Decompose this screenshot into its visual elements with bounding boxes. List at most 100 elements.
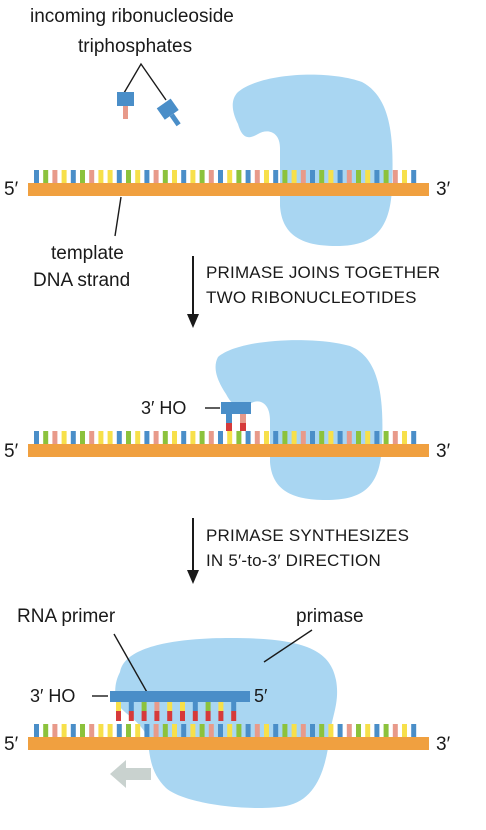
strand-3-base-tick [208, 724, 214, 737]
primase-shape-2 [215, 340, 383, 500]
strand-1-base-tick [107, 170, 113, 183]
primer-pair-tick [218, 711, 224, 721]
strand-3-base-tick [98, 724, 104, 737]
primer-base-tick [128, 702, 134, 711]
strand-3-base-tick [126, 724, 131, 737]
incoming-label-line2: triphosphates [78, 36, 192, 57]
strand-1-base-tick [43, 170, 49, 183]
primase-pointer [263, 629, 313, 663]
rna-primer-pointer [113, 633, 149, 695]
strand-1-base-tick [245, 170, 251, 183]
step-2-arrow-head [187, 570, 199, 584]
strand-1-base-tick [199, 170, 205, 183]
strand-1-base-tick [356, 170, 361, 183]
five-prime-label-2: 5′ [4, 441, 19, 462]
strand-3-base-tick [310, 724, 315, 737]
strand-3-base-tick [365, 724, 371, 737]
bases-strand-1 [34, 170, 417, 183]
step-1-line1: PRIMASE JOINS TOGETHER [206, 263, 440, 282]
strand-1-base-tick [291, 170, 297, 183]
strand-2-base-tick [126, 431, 131, 444]
strand-1-base-tick [80, 170, 85, 183]
strand-3-base-tick [89, 724, 95, 737]
strand-3-base-tick [172, 724, 177, 737]
dna-backbone-1 [28, 183, 429, 196]
strand-2-base-tick [319, 431, 325, 444]
bases-strand-2 [34, 431, 417, 444]
strand-2-base-tick [98, 431, 104, 444]
three-prime-label-1: 3′ [436, 179, 451, 200]
strand-3-base-tick [80, 724, 85, 737]
template-label-line2: DNA strand [33, 270, 130, 291]
strand-1-base-tick [70, 170, 76, 183]
strand-1-base-tick [328, 170, 334, 183]
rna-primer-label: RNA primer [17, 606, 116, 627]
strand-1-base-tick [402, 170, 407, 183]
strand-1-base-tick [392, 170, 398, 183]
strand-3-base-tick [70, 724, 76, 737]
strand-1-base-tick [144, 170, 150, 183]
dna-backbone-3 [28, 737, 429, 750]
strand-3-base-tick [135, 724, 141, 737]
strand-3-base-tick [346, 724, 352, 737]
primer-base-tick [192, 702, 198, 711]
nucleotide-1-base [123, 106, 128, 119]
primer-base-tick [154, 702, 160, 711]
primase-shape-1 [232, 74, 393, 246]
strand-1-base-tick [300, 170, 306, 183]
strand-1-base-tick [337, 170, 343, 183]
strand-2-base-tick [245, 431, 251, 444]
strand-3-base-tick [144, 724, 150, 737]
step-2-line2: IN 5′-to-3′ DIRECTION [206, 551, 381, 570]
strand-2-base-tick [70, 431, 76, 444]
panel-1: incoming ribonucleoside triphosphates 5′… [4, 6, 451, 291]
strand-2-base-tick [181, 431, 187, 444]
strand-3-base-tick [392, 724, 398, 737]
incoming-label-line1: incoming ribonucleoside [30, 6, 234, 27]
strand-2-base-tick [300, 431, 306, 444]
strand-2-base-tick [144, 431, 150, 444]
strand-3-base-tick [153, 724, 159, 737]
dinucleotide [221, 402, 251, 431]
five-prime-label-1: 5′ [4, 179, 19, 200]
strand-1-base-tick [254, 170, 260, 183]
strand-2-base-tick [89, 431, 95, 444]
primer-pair-tick [128, 711, 134, 721]
strand-2-base-tick [199, 431, 205, 444]
rna-primer-backbone [110, 691, 250, 702]
strand-3-base-tick [273, 724, 279, 737]
strand-3-base-tick [374, 724, 380, 737]
strand-3-base-tick [264, 724, 269, 737]
strand-3-base-tick [328, 724, 334, 737]
strand-3-base-tick [52, 724, 58, 737]
primase-shape-3 [115, 638, 338, 808]
strand-2-base-tick [135, 431, 141, 444]
primer-base-tick [167, 702, 173, 711]
strand-2-base-tick [208, 431, 214, 444]
strand-2-base-tick [337, 431, 343, 444]
strand-1-base-tick [236, 170, 242, 183]
strand-1-base-tick [227, 170, 233, 183]
strand-1-base-tick [273, 170, 279, 183]
strand-3-base-tick [402, 724, 407, 737]
strand-1-base-tick [383, 170, 389, 183]
five-prime-label-3: 5′ [4, 734, 19, 755]
nucleotide-2-sugar [156, 98, 179, 120]
strand-1-base-tick [52, 170, 58, 183]
strand-3-base-tick [411, 724, 417, 737]
dinucleotide-base-1 [226, 414, 232, 423]
strand-1-base-tick [181, 170, 187, 183]
strand-2-base-tick [273, 431, 279, 444]
three-prime-label-2: 3′ [436, 441, 451, 462]
strand-1-base-tick [310, 170, 315, 183]
strand-2-base-tick [34, 431, 39, 444]
incoming-pointer-line [123, 62, 167, 101]
strand-1-base-tick [365, 170, 371, 183]
strand-1-base-tick [126, 170, 131, 183]
strand-2-base-tick [61, 431, 67, 444]
strand-2-base-tick [236, 431, 242, 444]
strand-1-base-tick [208, 170, 214, 183]
step-2: PRIMASE SYNTHESIZES IN 5′-to-3′ DIRECTIO… [187, 518, 409, 584]
strand-2-base-tick [328, 431, 334, 444]
strand-2-base-tick [190, 431, 196, 444]
